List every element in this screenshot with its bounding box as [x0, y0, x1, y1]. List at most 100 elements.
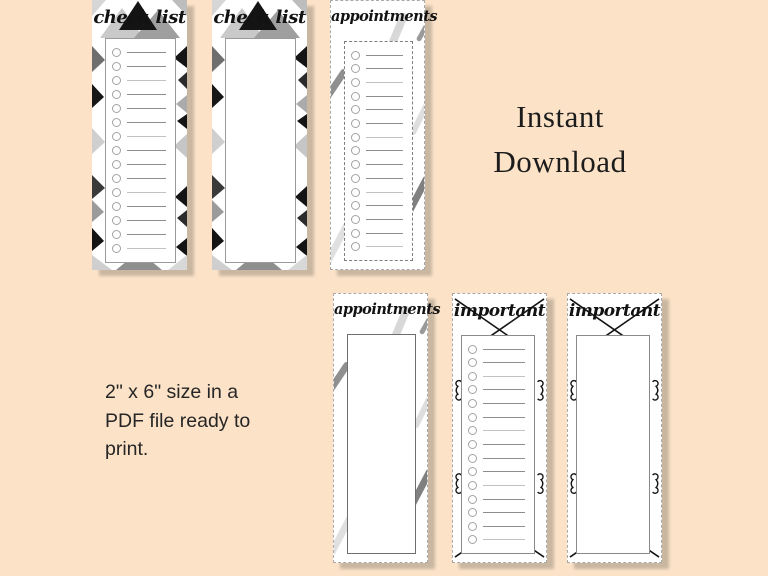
checklist-row — [112, 144, 168, 156]
checkbox-circle-icon — [468, 344, 477, 354]
write-line — [366, 136, 403, 138]
write-line — [127, 51, 166, 53]
checklist-row — [351, 118, 405, 130]
checkbox-circle-icon — [112, 216, 121, 226]
write-line — [127, 65, 166, 67]
checkbox-circle-icon — [112, 230, 121, 240]
write-line — [366, 191, 403, 193]
checklist-row — [468, 438, 527, 450]
write-line — [127, 149, 166, 151]
checkbox-circle-icon — [468, 399, 477, 409]
write-line — [127, 206, 166, 208]
write-line — [366, 68, 403, 70]
checklist-row — [112, 201, 168, 213]
write-line — [366, 95, 403, 97]
write-line — [483, 362, 525, 364]
checkbox-circle-icon — [351, 228, 360, 238]
checklist-row — [351, 186, 405, 198]
checkbox-circle-icon — [112, 202, 121, 212]
checkbox-circle-icon — [468, 508, 477, 518]
card-important-blank: important — [567, 293, 662, 563]
write-line — [366, 54, 403, 56]
card-check-list-blank: check list — [212, 0, 307, 270]
size-note-line-1: 2" x 6" size in a — [105, 381, 239, 403]
checklist-row — [468, 520, 527, 532]
checklist-row — [112, 102, 168, 114]
checkbox-circle-icon — [468, 439, 477, 449]
write-line — [483, 471, 525, 473]
card-writing-area — [576, 335, 650, 554]
checklist-row — [112, 215, 168, 227]
checklist-row — [468, 398, 527, 410]
checklist-row — [351, 213, 405, 225]
checkbox-circle-icon — [112, 117, 121, 127]
checklist-row — [468, 534, 527, 546]
checklist-row — [468, 479, 527, 491]
checklist-row — [112, 116, 168, 128]
card-writing-area — [105, 38, 176, 263]
write-line — [366, 177, 403, 179]
checklist-row — [468, 384, 527, 396]
card-title: check list — [213, 7, 306, 28]
card-important-ruled: important — [452, 293, 547, 563]
checklist-row — [112, 130, 168, 142]
write-line — [366, 150, 403, 152]
card-writing-area — [225, 38, 296, 263]
checklist-rows — [468, 343, 527, 546]
checkbox-circle-icon — [468, 385, 477, 395]
checkbox-circle-icon — [112, 47, 121, 57]
triangle-pattern-icon — [212, 0, 307, 270]
checkbox-circle-icon — [351, 50, 360, 60]
checkbox-circle-icon — [351, 64, 360, 74]
write-line — [483, 443, 525, 445]
checklist-row — [112, 187, 168, 199]
checkbox-circle-icon — [351, 173, 360, 183]
card-writing-area — [344, 41, 413, 261]
write-line — [483, 375, 525, 377]
triangle-pattern-icon — [92, 0, 187, 270]
checklist-row — [351, 145, 405, 157]
checkbox-circle-icon — [112, 160, 121, 169]
write-line — [127, 79, 166, 81]
checklist-row — [112, 243, 168, 255]
checkbox-circle-icon — [468, 494, 477, 504]
checklist-rows — [112, 46, 168, 255]
size-note-line-3: print. — [105, 438, 149, 460]
checkbox-circle-icon — [351, 214, 360, 224]
checklist-row — [351, 227, 405, 239]
write-line — [127, 135, 166, 137]
checklist-rows — [351, 49, 405, 253]
write-line — [366, 246, 403, 248]
write-line — [483, 430, 525, 432]
checklist-row — [351, 131, 405, 143]
headline: Instant Download — [448, 94, 672, 184]
write-line — [483, 416, 525, 418]
headline-line-2: Download — [493, 144, 627, 179]
checkbox-circle-icon — [112, 75, 121, 85]
checkbox-circle-icon — [468, 521, 477, 531]
checklist-row — [351, 200, 405, 212]
card-title: check list — [93, 7, 186, 28]
write-line — [483, 389, 525, 391]
checkbox-circle-icon — [468, 412, 477, 422]
checklist-row — [468, 466, 527, 478]
checkbox-circle-icon — [468, 371, 477, 381]
checklist-row — [351, 159, 405, 171]
write-line — [483, 512, 525, 514]
write-line — [127, 234, 166, 236]
checklist-row — [468, 370, 527, 382]
write-line — [366, 232, 403, 234]
checkbox-circle-icon — [351, 77, 360, 87]
checklist-row — [112, 74, 168, 86]
checklist-row — [468, 411, 527, 423]
write-line — [366, 205, 403, 207]
checklist-row — [468, 357, 527, 369]
write-line — [483, 525, 525, 527]
checklist-row — [112, 88, 168, 100]
checkbox-circle-icon — [112, 103, 121, 113]
checklist-row — [112, 159, 168, 171]
checklist-row — [351, 76, 405, 88]
checkbox-circle-icon — [112, 89, 121, 99]
checkbox-circle-icon — [468, 453, 477, 463]
checklist-row — [112, 173, 168, 185]
